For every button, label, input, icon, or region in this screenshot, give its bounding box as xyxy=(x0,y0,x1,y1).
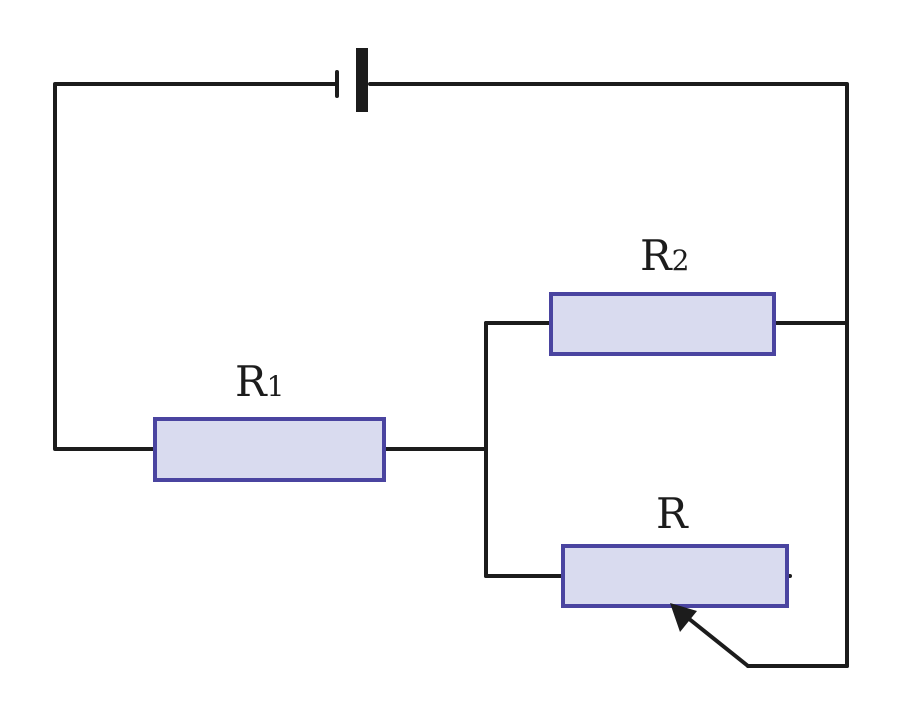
wire-battery-right xyxy=(368,82,849,668)
slider-arrow-icon xyxy=(670,603,697,632)
resistor-r2-body xyxy=(549,292,776,356)
resistor-r2-subscript: 2 xyxy=(672,244,690,277)
resistor-r1-label: R1 xyxy=(235,357,284,406)
junction-wires xyxy=(382,321,849,668)
resistor-r1-symbol: R xyxy=(235,357,268,406)
resistor-r-symbol: R xyxy=(656,489,689,538)
resistor-r1-body xyxy=(153,417,386,482)
battery-positive-plate xyxy=(356,48,368,112)
resistor-r-label: R xyxy=(656,489,689,538)
resistor-r-body xyxy=(561,544,789,608)
resistor-variable-r: R xyxy=(561,489,789,632)
resistor-r2-symbol: R xyxy=(640,231,673,280)
wire-battery-left xyxy=(53,82,339,451)
battery xyxy=(53,48,849,668)
resistor-r1: R1 xyxy=(153,357,386,482)
resistor-r1-subscript: 1 xyxy=(267,370,285,403)
wire-slider-arm xyxy=(686,616,750,668)
resistor-r2-label: R2 xyxy=(640,231,689,280)
resistor-r2: R2 xyxy=(549,231,776,356)
